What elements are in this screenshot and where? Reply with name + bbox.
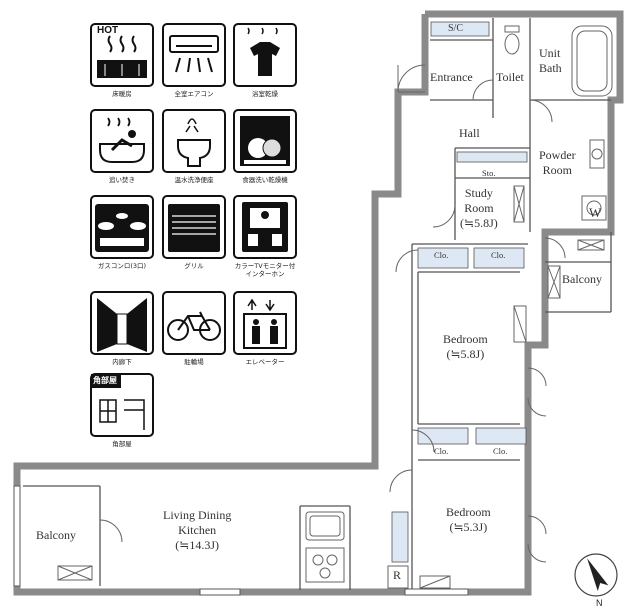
washlet-toilet-icon (162, 109, 226, 173)
balcony-left-fixture (57, 565, 93, 581)
toilet-label: Toilet (496, 70, 524, 84)
closet-label-3: Clo. (434, 446, 449, 456)
north-label: N (596, 598, 603, 608)
bedroom-2-shelf (419, 575, 451, 589)
air-conditioner-icon (162, 23, 226, 87)
washer-label: W (589, 205, 602, 220)
closet-label-2: Clo. (491, 250, 506, 260)
unit-bath-label: Unit Bath (539, 46, 562, 75)
inner-corridor-icon (90, 291, 154, 355)
bathroom-dryer-icon (233, 23, 297, 87)
north-arrow (574, 553, 618, 597)
study-shelf (513, 185, 525, 223)
closet-label-1: Clo. (434, 250, 449, 260)
vanity-sink (581, 139, 607, 221)
bedroom-2-label: Bedroom (≒5.3J) (446, 505, 491, 534)
gas-stove-icon (90, 195, 154, 259)
gas-stove-caption: ガスコンロ(3口) (97, 262, 147, 270)
bicycle-parking-icon (162, 291, 226, 355)
air-conditioner-caption: 全室エアコン (174, 90, 214, 98)
reheating-bath-icon (90, 109, 154, 173)
dishwasher-caption: 食器洗い乾燥機 (242, 176, 288, 184)
reheating-bath-caption: 追い焚き (109, 176, 135, 184)
refrigerator-label: R (393, 568, 402, 582)
floor-heating-caption: 床暖房 (112, 90, 132, 98)
hot-label: HOT (97, 25, 119, 36)
balcony-right-fixtures (547, 239, 605, 299)
toilet-fixture (504, 25, 520, 55)
windows (13, 485, 469, 596)
bedroom-1-label: Bedroom (≒5.8J) (443, 332, 488, 361)
doors (99, 64, 566, 563)
floor-heating-icon (90, 23, 154, 87)
balcony-right-label: Balcony (562, 272, 602, 286)
bathroom-dryer-caption: 浴室乾燥 (252, 90, 278, 98)
interior-walls (23, 18, 612, 592)
washlet-toilet-caption: 温水洗浄便座 (174, 176, 214, 184)
closet-label-4: Clo. (493, 446, 508, 456)
color-tv-intercom-caption: カラーTVモニター付 インターホン (234, 262, 296, 278)
corner-room-icon (90, 373, 154, 437)
elevator-caption: エレベーター (245, 358, 285, 366)
bathtub (571, 25, 613, 97)
inner-corridor-caption: 内廊下 (112, 358, 132, 366)
color-tv-intercom-icon (233, 195, 297, 259)
legend-icons (90, 23, 297, 437)
grill-icon (162, 195, 226, 259)
bicycle-parking-caption: 駐輪場 (184, 358, 204, 366)
elevator-icon (233, 291, 297, 355)
refrigerator-box (387, 565, 409, 589)
study-room-label: Study Room (≒5.8J) (460, 186, 498, 230)
corner-room-tag: 角部屋 (93, 376, 117, 385)
grill-caption: グリル (184, 262, 204, 270)
ldk-label: Living Dining Kitchen (≒14.3J) (163, 508, 232, 552)
sic-label: S/C (448, 23, 464, 34)
dishwasher-icon (233, 109, 297, 173)
bedroom-1-shelf (513, 305, 527, 343)
powder-room-label: Powder Room (539, 148, 576, 177)
kitchen-fixtures (305, 511, 345, 583)
hall-label: Hall (459, 126, 480, 140)
sto-label: Sto. (482, 168, 496, 178)
balcony-left-label: Balcony (36, 528, 76, 542)
entrance-label: Entrance (430, 70, 473, 84)
corner-room-caption: 角部屋 (112, 440, 132, 448)
